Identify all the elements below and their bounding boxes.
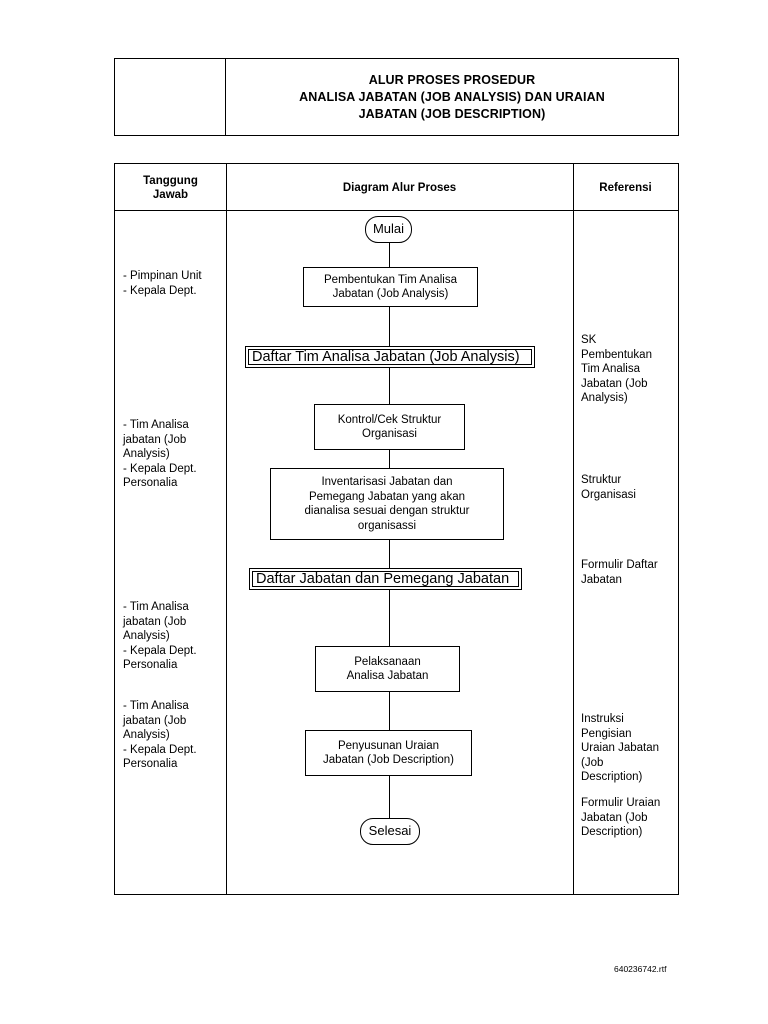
reference-block-2: Struktur Organisasi — [581, 474, 636, 501]
document-title: ALUR PROSES PROSEDUR ANALISA JABATAN (JO… — [226, 59, 678, 135]
footer-filename: 640236742.rtf — [614, 964, 667, 974]
flow-node-start: Mulai — [365, 216, 412, 243]
procedure-table: Tanggung Jawab Diagram Alur Proses Refer… — [114, 163, 679, 895]
column-header-diagram-alur-proses: Diagram Alur Proses — [342, 181, 457, 194]
reference-block-1: SK Pembentukan Tim Analisa Jabatan (Job … — [581, 334, 652, 405]
connector-start-to-pembentukan — [388, 242, 390, 267]
flow-node-pembentukan-tim: Pembentukan Tim Analisa Jabatan (Job Ana… — [303, 267, 478, 307]
reference-block-5: Formulir Uraian Jabatan (Job Description… — [581, 797, 661, 839]
table-header-row — [115, 164, 678, 211]
connector-kontrol-to-inventarisasi — [388, 449, 390, 468]
title-line-1: ALUR PROSES PROSEDUR — [368, 72, 536, 87]
flow-node-penyusunan-uraian: Penyusunan Uraian Jabatan (Job Descripti… — [305, 730, 472, 776]
title-line-2: ANALISA JABATAN (JOB ANALYSIS) DAN URAIA… — [299, 89, 605, 104]
connector-inventarisasi-to-daftar-jabatan — [388, 539, 390, 571]
connector-penyusunan-to-end — [388, 776, 390, 819]
flow-node-daftar-tim-analisa-label: Daftar Tim Analisa Jabatan (Job Analysis… — [248, 349, 532, 365]
title-line-3: JABATAN (JOB DESCRIPTION) — [358, 106, 546, 121]
reference-block-4: Instruksi Pengisian Uraian Jabatan (Job … — [581, 713, 659, 784]
flow-node-daftar-jabatan-pemegang: Daftar Jabatan dan Pemegang Jabatan — [249, 568, 522, 590]
connector-pelaksanaan-to-penyusunan — [388, 691, 390, 731]
flow-node-end: Selesai — [360, 818, 420, 845]
responsibility-block-4: - Tim Analisa jabatan (Job Analysis) - K… — [123, 700, 197, 771]
responsibility-block-3: - Tim Analisa jabatan (Job Analysis) - K… — [123, 601, 197, 672]
reference-block-3: Formulir Daftar Jabatan — [581, 559, 658, 586]
flow-node-daftar-tim-analisa: Daftar Tim Analisa Jabatan (Job Analysis… — [245, 346, 535, 368]
connector-daftar-tim-to-kontrol — [388, 367, 390, 404]
document-title-table: ALUR PROSES PROSEDUR ANALISA JABATAN (JO… — [114, 58, 679, 136]
flow-node-inventarisasi-jabatan: Inventarisasi Jabatan dan Pemegang Jabat… — [270, 468, 504, 540]
connector-daftar-jabatan-to-pelaksanaan — [388, 589, 390, 647]
connector-pembentukan-to-daftar-tim — [388, 306, 390, 351]
column-header-referensi: Referensi — [599, 181, 652, 194]
responsibility-block-2: - Tim Analisa jabatan (Job Analysis) - K… — [123, 419, 197, 490]
column-divider-left — [226, 164, 227, 894]
logo-cell — [115, 59, 226, 135]
column-header-tanggung-jawab: Tanggung Jawab — [143, 174, 198, 201]
column-divider-right — [573, 164, 574, 894]
responsibility-block-1: - Pimpinan Unit - Kepala Dept. — [123, 270, 202, 297]
flow-node-pelaksanaan-analisa: Pelaksanaan Analisa Jabatan — [315, 646, 460, 692]
flow-node-kontrol-cek-struktur: Kontrol/Cek Struktur Organisasi — [314, 404, 465, 450]
flow-node-daftar-jabatan-pemegang-label: Daftar Jabatan dan Pemegang Jabatan — [252, 571, 519, 587]
